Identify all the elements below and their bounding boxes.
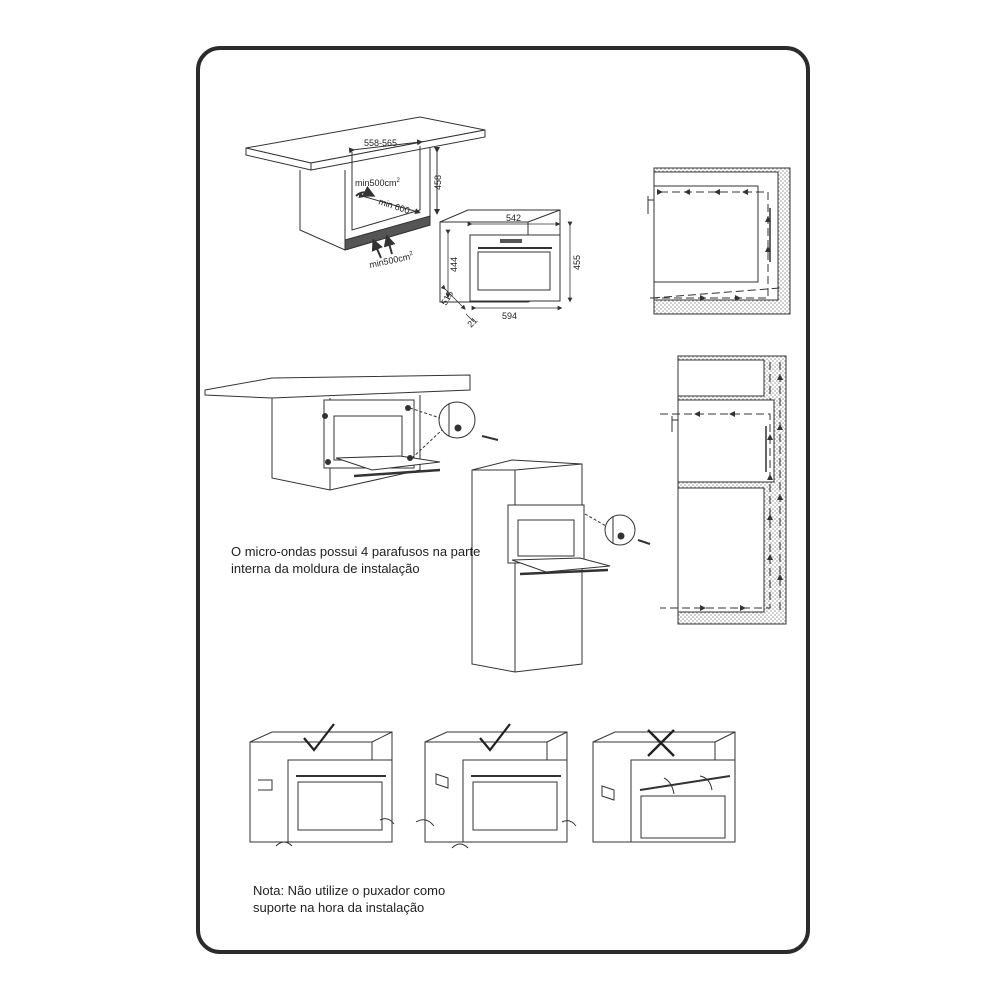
dim-cabinet-width: 558-565 [364, 138, 397, 148]
handle-note: Nota: Não utilize o puxador como suporte… [253, 883, 446, 915]
lift-correct-2 [415, 731, 577, 849]
lift-wrong [592, 731, 736, 843]
lift-correct-1 [249, 731, 395, 847]
screw-installation-column [471, 459, 651, 673]
dim-oven-front-width: 594 [502, 311, 517, 321]
screw-installation-counter [204, 374, 499, 491]
dim-vent-top: min500cm2 [355, 178, 401, 188]
check-icon [479, 723, 511, 752]
dim-oven-top-width: 542 [506, 213, 521, 223]
cross-icon [647, 729, 675, 757]
screws-note: O micro-ondas possui 4 parafusos na part… [231, 544, 481, 576]
check-icon [303, 723, 335, 752]
page-frame [196, 46, 810, 954]
dim-oven-inner-height: 444 [449, 257, 459, 272]
dim-cabinet-height: 458 [433, 175, 443, 190]
ventilation-diagram-single [647, 167, 791, 315]
dim-front-thickness: 21 [465, 315, 479, 329]
dim-oven-outer-height: 455 [572, 255, 582, 270]
dim-min-depth: min 600 [377, 196, 411, 215]
cabinet-dimension-diagram [245, 116, 573, 323]
ventilation-diagram-column [660, 355, 787, 625]
